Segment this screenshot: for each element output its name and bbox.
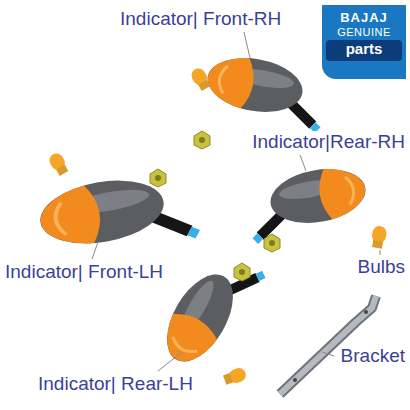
bracket-hole — [364, 310, 368, 314]
indicator-front-lh — [35, 166, 202, 265]
nut — [150, 169, 166, 187]
leader-line — [380, 250, 381, 255]
part-label: Bulbs — [355, 256, 407, 278]
part-label: Indicator|Rear-RH — [250, 131, 407, 153]
leader-line — [322, 352, 334, 356]
bulb — [189, 66, 212, 92]
indicator-rear-rh — [242, 162, 372, 246]
indicator-front-rh — [201, 51, 331, 135]
leader-line — [300, 155, 306, 171]
leader-line — [92, 242, 98, 259]
nut — [234, 263, 250, 281]
nut — [264, 234, 280, 252]
nut — [194, 131, 210, 149]
leader-line — [244, 32, 250, 58]
part-label: Indicator| Rear-LH — [36, 373, 195, 395]
bulb — [370, 225, 388, 249]
indicator-rear-lh — [153, 242, 268, 378]
logo-text: GENUINE — [322, 25, 406, 40]
bracket-hole — [293, 378, 297, 382]
part-label: Indicator| Front-LH — [3, 261, 165, 283]
brand-logo: BAJAJGENUINEparts — [322, 5, 406, 79]
bulb — [222, 366, 247, 387]
logo-text: BAJAJ — [322, 5, 406, 25]
part-label: Indicator| Front-RH — [118, 8, 283, 30]
bulb — [47, 151, 70, 177]
part-label: Bracket — [339, 345, 407, 367]
logo-text: parts — [326, 40, 402, 61]
leader-line — [158, 352, 182, 371]
